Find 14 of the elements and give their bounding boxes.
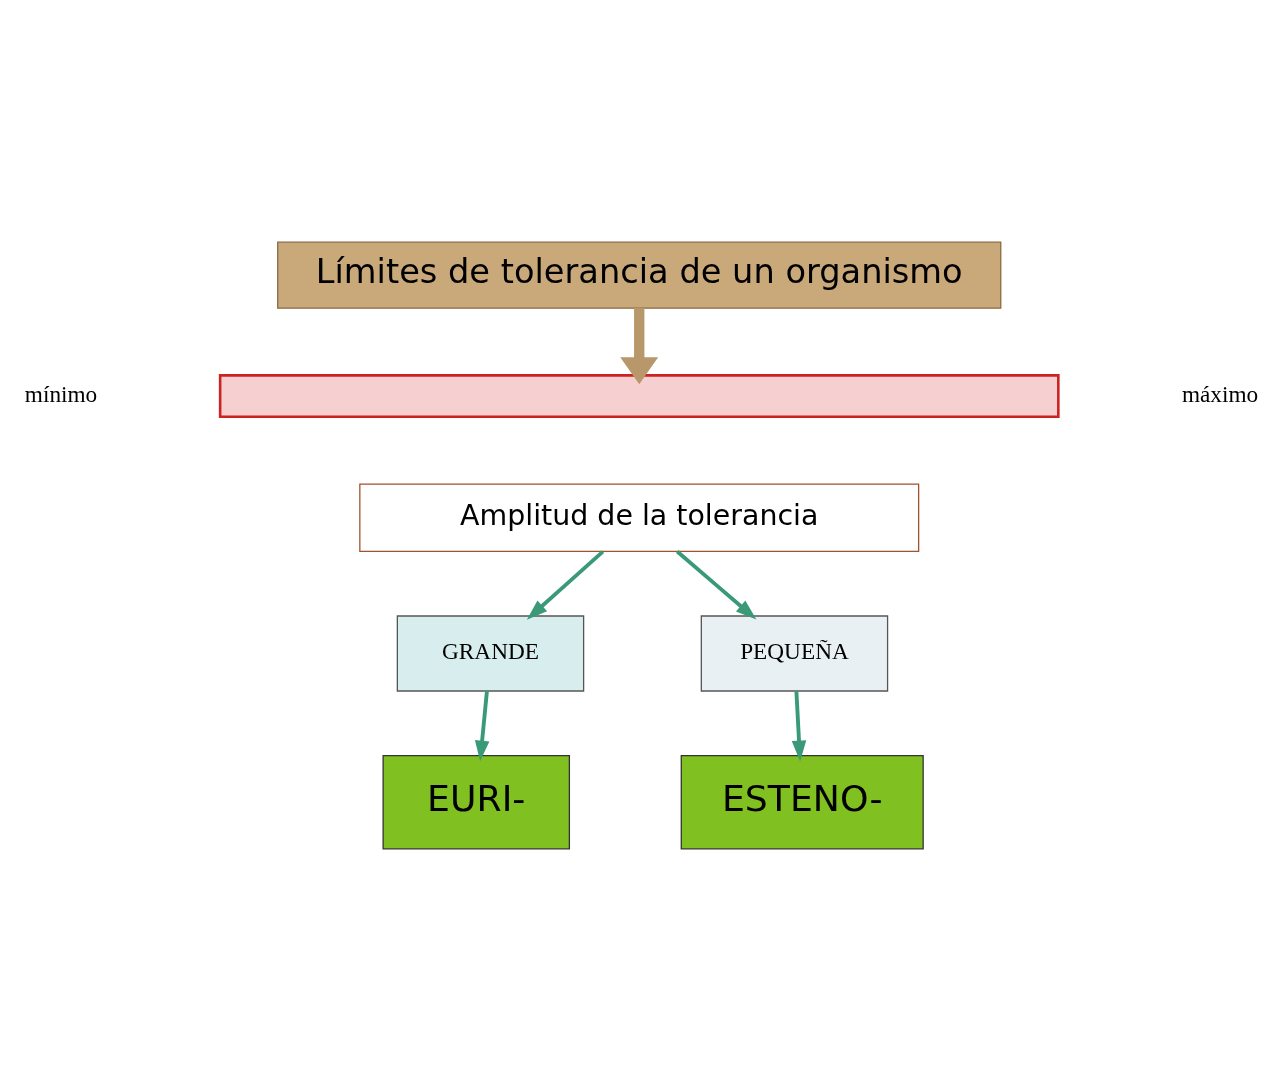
arrow (474, 691, 490, 762)
arrow (675, 550, 757, 620)
node-box: Amplitud de la tolerancia (359, 483, 920, 552)
arrow (791, 691, 807, 762)
label: máximo (1181, 380, 1259, 407)
node-box: Límites de tolerancia de un organismo (277, 241, 1002, 309)
arrow (620, 308, 659, 385)
node-bar (218, 374, 1060, 419)
node-box: EURI- (382, 755, 571, 850)
arrow (526, 550, 605, 620)
node-box: PEQUEÑA (700, 615, 889, 692)
node-box: ESTENO- (680, 755, 924, 850)
label: mínimo (24, 380, 98, 407)
node-box: GRANDE (396, 615, 585, 692)
